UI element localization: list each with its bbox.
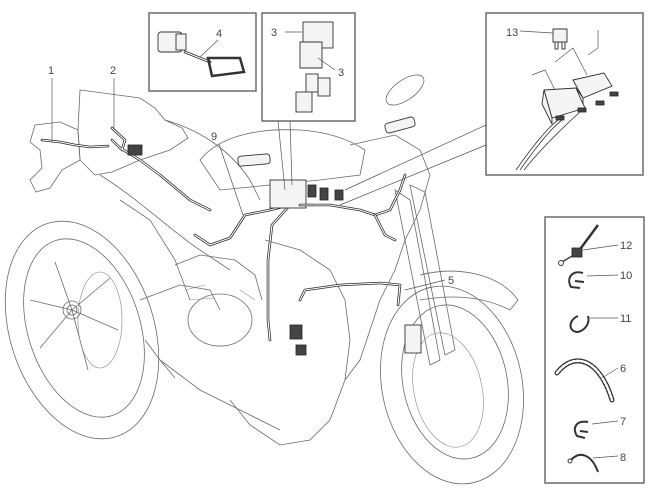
fuse-13[interactable] — [552, 28, 568, 43]
leader-13 — [519, 30, 554, 34]
inset-connector-4: 4 — [148, 12, 257, 92]
connector — [307, 184, 317, 198]
leader-9 — [218, 143, 244, 216]
connector — [305, 73, 319, 93]
cable-tie-12-end — [561, 255, 573, 263]
relay-right-side — [575, 87, 584, 105]
label-4: 4 — [216, 28, 222, 40]
license-plate-holder — [29, 121, 81, 193]
relay-left-side — [541, 89, 553, 125]
tail-section — [77, 89, 189, 176]
swingarm-upper — [119, 199, 191, 301]
rear-hub — [62, 300, 82, 320]
leader-12 — [582, 244, 619, 251]
clip-10[interactable] — [568, 271, 585, 289]
cable-tie-12-head — [558, 260, 564, 266]
inset-covers-3: 3 3 — [261, 12, 356, 191]
motorcycle-outline — [4, 74, 524, 485]
side-fairing — [229, 239, 351, 446]
leader-3b — [317, 57, 336, 71]
rear-brake-disc — [77, 271, 123, 369]
connector-4-latch — [175, 33, 187, 51]
rear-wheel-tire — [4, 220, 160, 440]
relay-right[interactable] — [572, 72, 613, 99]
label-7-text: 7 — [620, 416, 626, 428]
front-mudguard — [419, 270, 519, 311]
label-10: 10 — [620, 270, 632, 282]
strap-loop-4 — [206, 56, 246, 78]
label-13: 13 — [506, 27, 518, 39]
inset-clips: 12 10 11 6 7 7 8 — [544, 216, 645, 484]
cover-3-bottom[interactable] — [299, 41, 323, 69]
harness-headlight[interactable] — [373, 213, 397, 242]
subframe — [99, 174, 231, 271]
relay-terminal — [595, 100, 605, 106]
exhaust — [144, 339, 176, 379]
harness-5[interactable] — [298, 281, 402, 307]
relay-terminal — [555, 115, 565, 121]
relay-terminal — [577, 107, 587, 113]
connector — [295, 344, 307, 356]
brake-caliper — [404, 324, 422, 354]
front-fork-left — [394, 189, 441, 366]
inset-frame — [544, 216, 645, 484]
fuse-13-pin — [554, 41, 559, 50]
rear-wheel-rim — [23, 238, 145, 418]
engine-block — [174, 254, 263, 301]
swingarm — [139, 284, 221, 311]
cable-tie-12-clamp — [571, 247, 583, 258]
inset-3-pointer — [277, 120, 293, 191]
engine-detail — [184, 284, 256, 301]
label-9: 9 — [211, 131, 217, 143]
front-brake-disc — [412, 332, 484, 448]
clip-7[interactable] — [573, 420, 589, 439]
rear-hub-inner — [66, 304, 78, 316]
label-8: 8 — [620, 452, 626, 464]
relay-terminal — [609, 91, 619, 97]
label-11: 11 — [620, 313, 631, 325]
clip-11[interactable] — [569, 315, 590, 334]
label-12: 12 — [620, 240, 632, 252]
leader-5 — [404, 279, 446, 291]
leader-8 — [592, 455, 619, 459]
engine-cover — [187, 293, 253, 347]
right-grip — [384, 116, 416, 134]
rear-spokes — [29, 261, 119, 371]
leader-4 — [199, 39, 219, 58]
relay-wires — [515, 111, 581, 171]
connector — [295, 91, 313, 113]
harness-9-branch[interactable] — [266, 203, 292, 342]
label-1: 1 — [48, 65, 54, 77]
belly-pan — [159, 359, 281, 431]
label-5: 5 — [448, 275, 454, 287]
label-3b: 3 — [338, 67, 344, 79]
leader-relays — [531, 30, 599, 91]
leader-6 — [601, 367, 619, 379]
inset-relays-13: 13 — [339, 12, 644, 206]
label-6: 6 — [620, 363, 626, 375]
junction-box — [269, 179, 307, 209]
front-wheel-tire — [380, 285, 524, 485]
connector — [317, 77, 331, 97]
fuse-13-pin — [561, 41, 566, 50]
label-2: 2 — [110, 65, 116, 77]
harnesses — [40, 126, 407, 356]
harness-2[interactable] — [110, 126, 212, 212]
inset-relays-pointer — [339, 124, 487, 206]
front-wheel-rim — [401, 304, 509, 460]
leader-7 — [591, 420, 619, 425]
cable-tie-8[interactable] — [570, 453, 599, 473]
cable-tie-12[interactable] — [576, 224, 600, 253]
left-grip — [237, 153, 271, 167]
fuel-tank — [199, 129, 366, 191]
connector — [289, 324, 303, 340]
leader-10 — [586, 274, 619, 277]
cable-tie-8-head — [567, 458, 573, 464]
label-3a: 3 — [271, 27, 277, 39]
connector — [319, 187, 329, 201]
connector — [334, 189, 344, 201]
main-callouts: 1 2 9 5 — [48, 65, 454, 291]
harness-2-connector — [127, 144, 143, 156]
mirror — [385, 74, 425, 106]
